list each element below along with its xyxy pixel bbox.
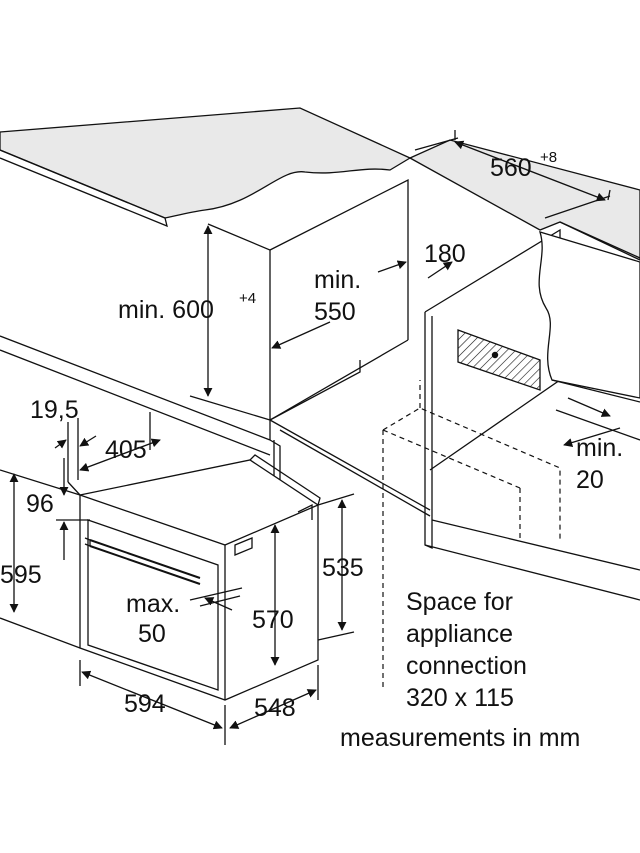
note-units: measurements in mm [340,724,580,752]
label-top-width: 405 [105,436,147,464]
label-min-height-tol: +4 [239,290,256,307]
note-space-line2: appliance [406,620,513,648]
label-oven-depth: 548 [254,694,296,722]
dimension-labels: 560 +8 min. 600 +4 min. 550 180 min. 20 … [0,149,623,722]
label-cabinet-width-tol: +8 [540,149,557,166]
label-handle-gap-val: 50 [138,620,166,648]
label-inner-height: 570 [252,606,294,634]
note-space-line1: Space for [406,588,513,616]
notes: Space for appliance connection 320 x 115… [340,588,580,752]
label-bottom-gap-val: 20 [576,466,604,494]
label-side-height: 535 [322,554,364,582]
label-oven-width: 594 [124,690,166,718]
label-min-depth-min: min. [314,266,361,294]
label-min-depth-val: 550 [314,298,356,326]
note-space-line3: connection [406,652,527,680]
label-bottom-gap-min: min. [576,434,623,462]
label-min-height: min. 600 [118,296,214,324]
oven [79,454,321,701]
label-handle-gap-max: max. [126,590,180,618]
dimension-lines [0,130,640,745]
label-rear-gap: 180 [424,240,466,268]
worktop-left [0,107,412,228]
label-front-offset: 19,5 [30,396,79,424]
label-handle-offset: 96 [26,490,54,518]
label-oven-height: 595 [0,561,42,589]
cabinet-niche [0,178,640,690]
note-space-line4: 320 x 115 [406,684,514,712]
label-cabinet-width: 560 [490,154,532,182]
